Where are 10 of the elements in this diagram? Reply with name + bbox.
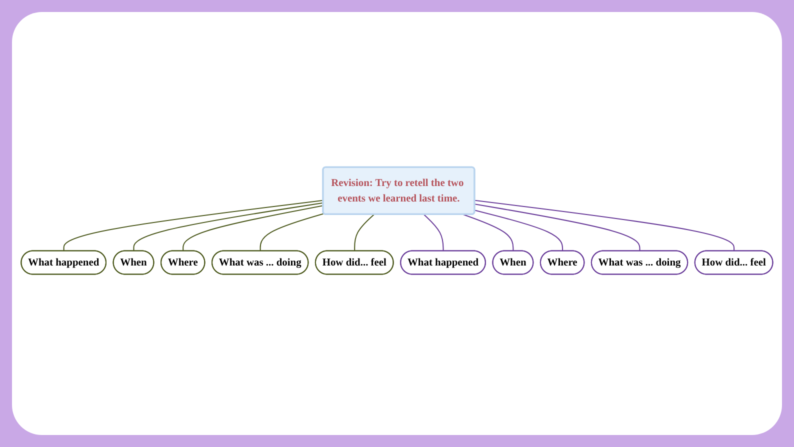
- connector: [260, 213, 324, 252]
- connector: [474, 210, 564, 252]
- connector: [354, 214, 374, 252]
- connector: [474, 200, 735, 252]
- connector: [424, 214, 444, 252]
- connector: [182, 205, 324, 252]
- connector: [63, 200, 324, 252]
- connector: [474, 204, 640, 252]
- connector: [133, 202, 324, 252]
- connector: [463, 214, 514, 252]
